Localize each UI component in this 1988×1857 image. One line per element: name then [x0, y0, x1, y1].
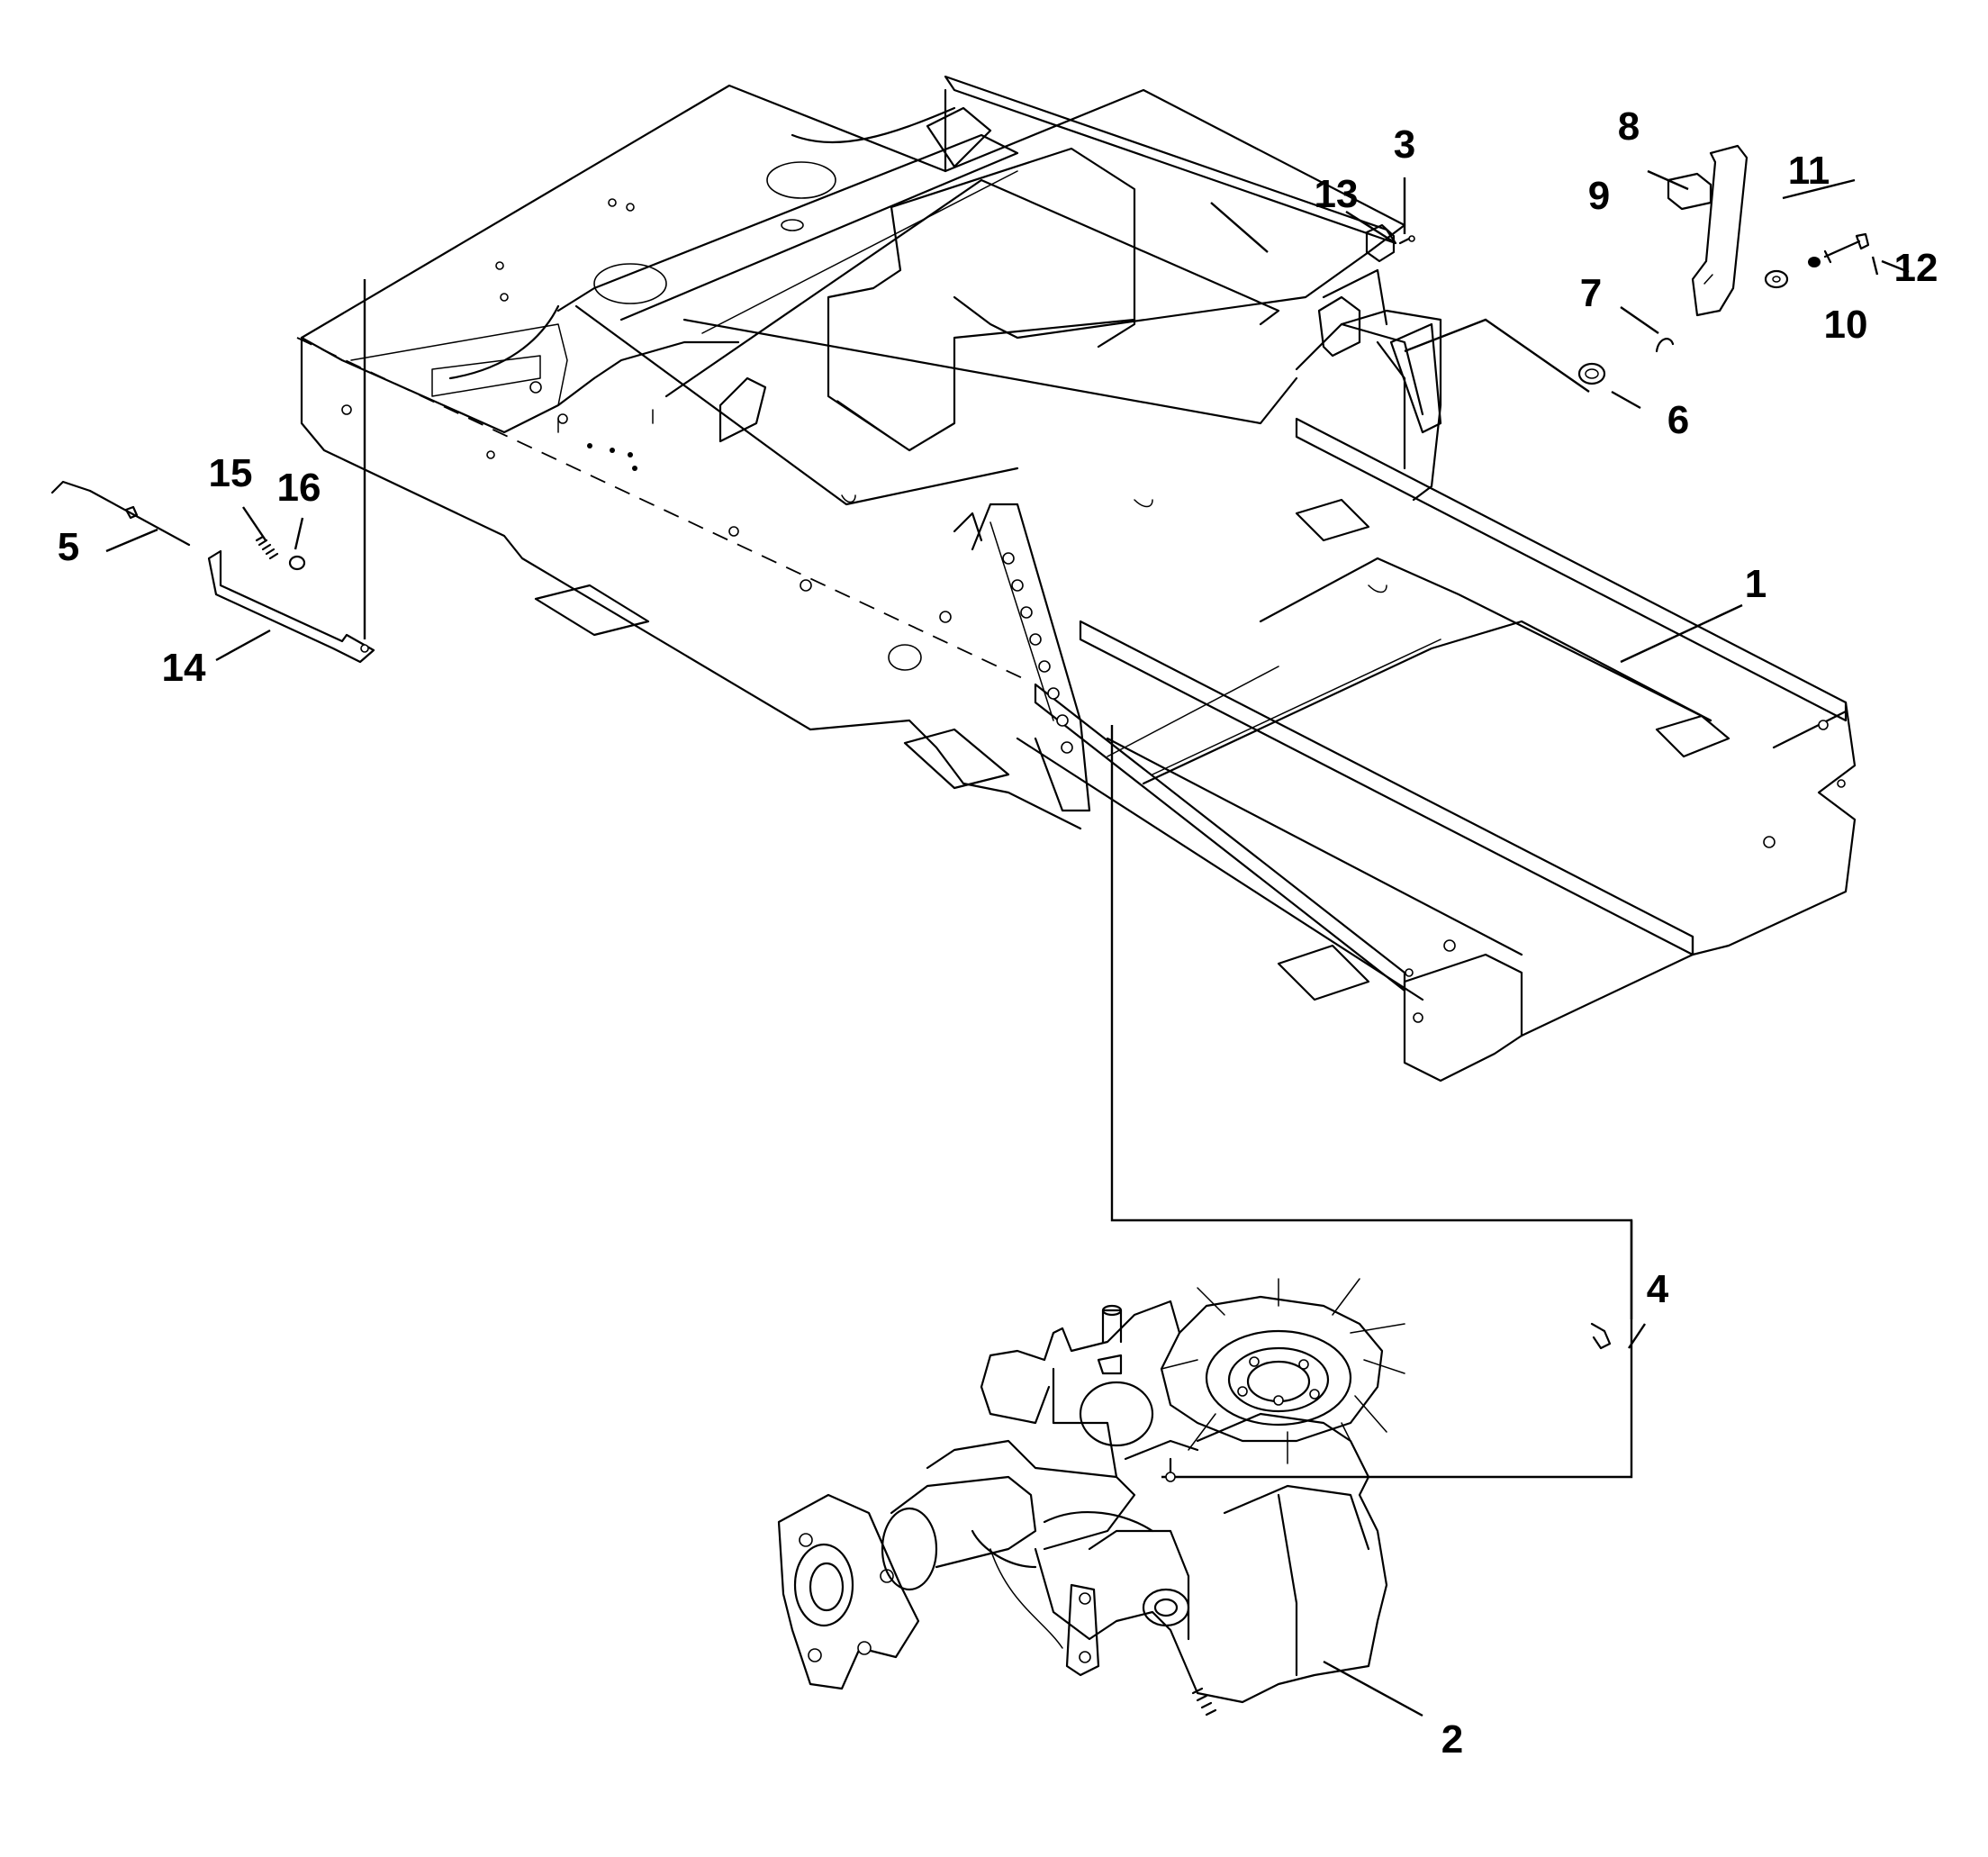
- brake-rod-parts: [50, 480, 375, 664]
- callout-1: 1: [1744, 562, 1767, 606]
- lever-parts: [1365, 144, 1870, 385]
- callout-9: 9: [1587, 174, 1611, 218]
- callout-10: 10: [1823, 303, 1868, 347]
- callout-14: 14: [161, 646, 206, 690]
- callout-4: 4: [1646, 1267, 1669, 1311]
- callout-15: 15: [208, 451, 253, 495]
- leader-lines: [105, 169, 1910, 1717]
- callout-6: 6: [1667, 398, 1690, 442]
- callout-7: 7: [1579, 271, 1603, 315]
- transaxle-assembly: [777, 1278, 1612, 1717]
- callout-12: 12: [1893, 246, 1938, 290]
- callout-8: 8: [1617, 104, 1640, 149]
- callout-5: 5: [57, 525, 80, 569]
- frame-assembly: [296, 75, 1857, 1082]
- callout-16: 16: [276, 466, 321, 510]
- callout-11: 11: [1787, 149, 1830, 193]
- callout-13: 13: [1314, 172, 1359, 216]
- callout-2: 2: [1441, 1717, 1464, 1762]
- callout-3: 3: [1393, 122, 1416, 167]
